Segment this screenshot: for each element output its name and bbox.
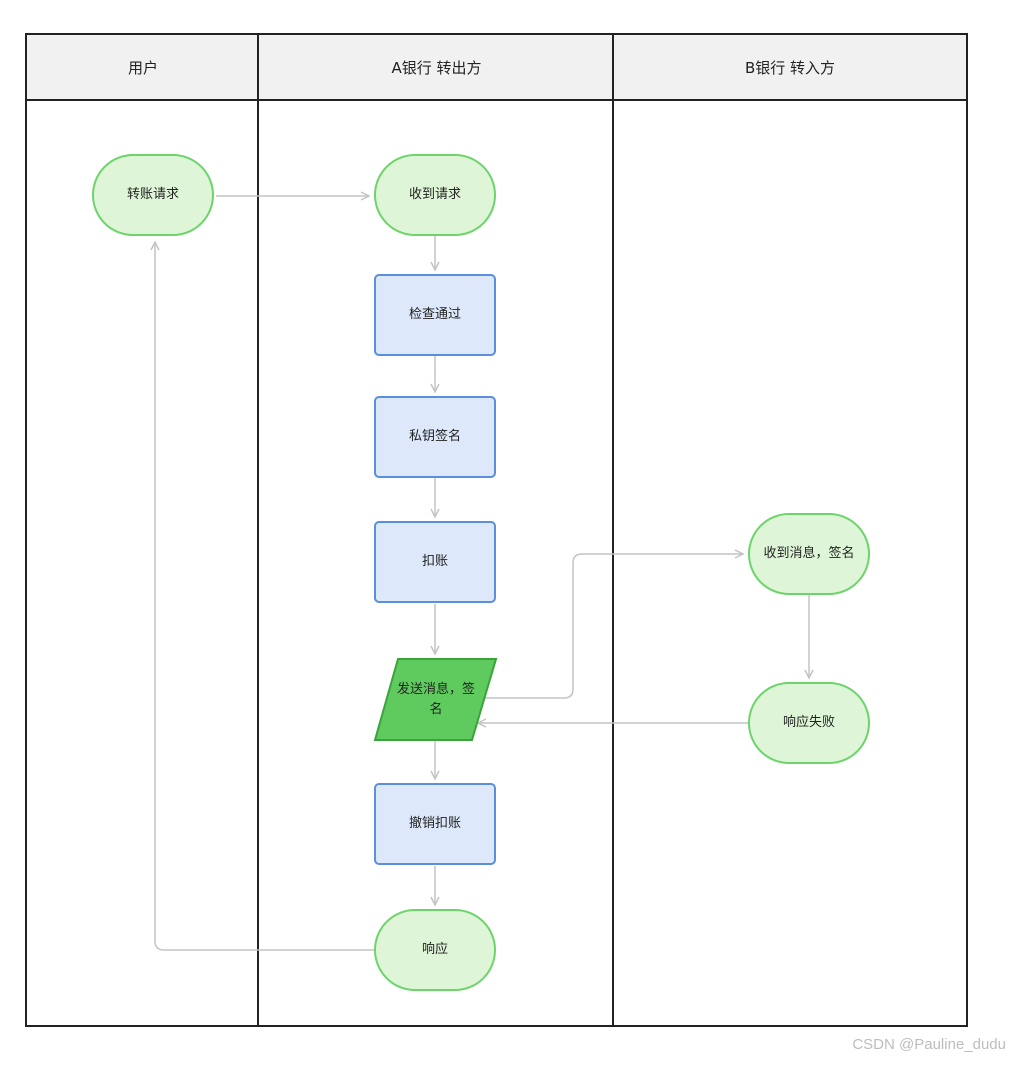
label-deduct: 扣账 bbox=[421, 554, 448, 569]
node-check-pass bbox=[374, 274, 496, 356]
lane-divider-2 bbox=[612, 35, 614, 1025]
node-respond bbox=[374, 909, 496, 991]
node-private-key-sign bbox=[374, 396, 496, 478]
node-send-message bbox=[373, 658, 498, 741]
label-receive-request: 收到请求 bbox=[408, 187, 461, 202]
lane-header-bank-a: A银行 转出方 bbox=[259, 35, 614, 101]
lane-header-user: 用户 bbox=[27, 35, 259, 101]
node-deduct bbox=[374, 521, 496, 603]
label-private-key-sign: 私钥签名 bbox=[408, 429, 461, 444]
node-revoke-deduct bbox=[374, 783, 496, 865]
label-receive-message: 收到消息，签名 bbox=[763, 546, 855, 561]
node-receive-request bbox=[374, 154, 496, 236]
node-receive-message bbox=[748, 513, 870, 595]
node-respond-fail bbox=[748, 682, 870, 764]
lane-header-bank-b: B银行 转入方 bbox=[614, 35, 966, 101]
edge-respond-to-user bbox=[155, 242, 374, 951]
label-revoke-deduct: 撤销扣账 bbox=[408, 816, 461, 831]
lane-user: 用户 bbox=[27, 35, 259, 1025]
lane-divider-1 bbox=[257, 35, 259, 1025]
edge-send-to-bank-b bbox=[480, 554, 743, 699]
node-transfer-request bbox=[92, 154, 214, 236]
label-send-message: 发送消息，签名 bbox=[396, 681, 475, 717]
label-check-pass: 检查通过 bbox=[408, 307, 461, 322]
label-transfer-request: 转账请求 bbox=[126, 187, 179, 202]
label-respond-fail: 响应失败 bbox=[782, 715, 835, 730]
label-respond: 响应 bbox=[421, 942, 448, 957]
lane-bank-b: B银行 转入方 bbox=[614, 35, 966, 1025]
connectors bbox=[155, 196, 809, 951]
swimlane-diagram: 用户 A银行 转出方 B银行 转入方 bbox=[25, 33, 968, 1027]
lane-bank-a: A银行 转出方 bbox=[259, 35, 614, 1025]
watermark: CSDN @Pauline_dudu bbox=[852, 1036, 1006, 1053]
